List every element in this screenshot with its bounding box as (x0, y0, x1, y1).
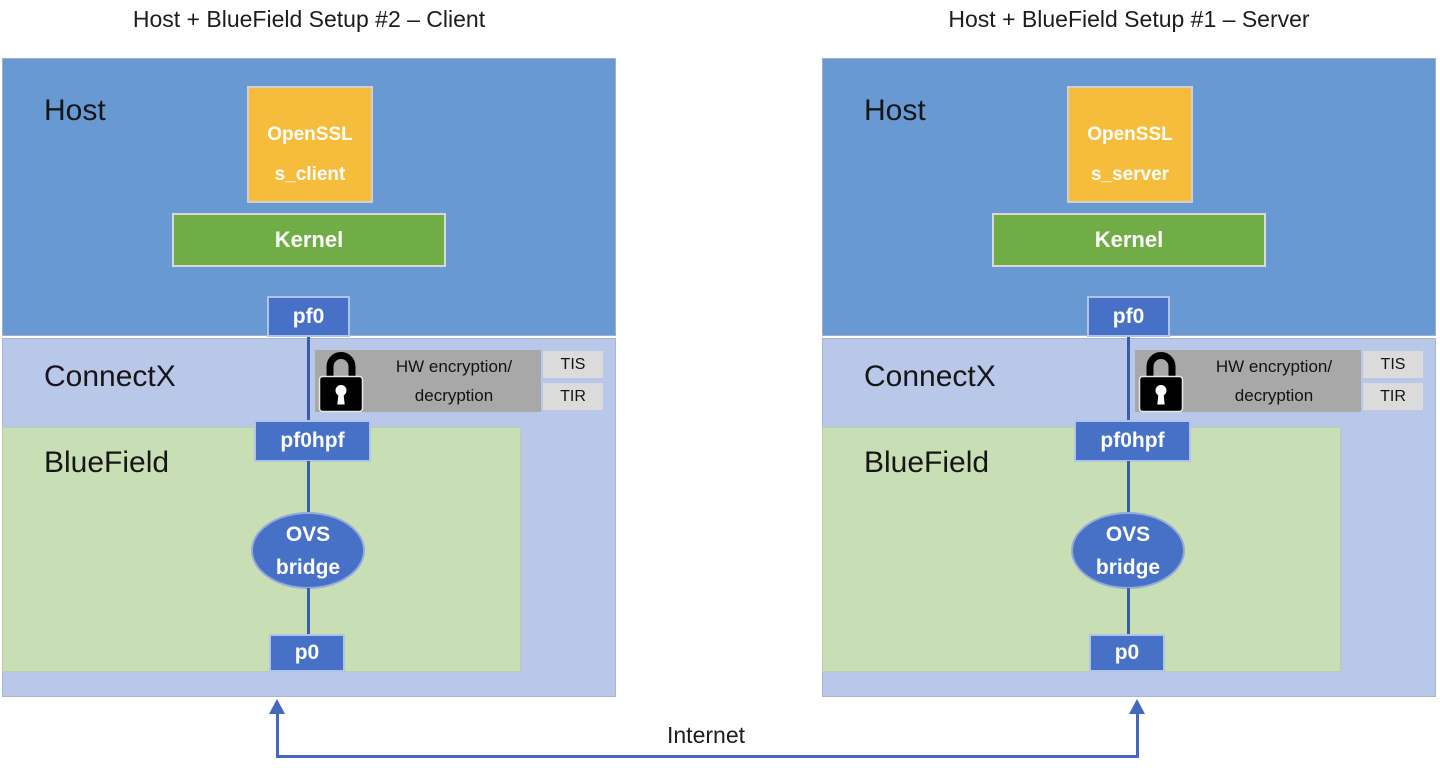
internet-arrowhead-left (269, 699, 285, 714)
ovs-line1: OVS (1105, 522, 1151, 546)
hw-encryption-line1: HW encryption/ (1215, 357, 1333, 376)
host-label: Host (864, 94, 926, 127)
lock-icon (318, 352, 364, 413)
connectx-label: ConnectX (44, 360, 176, 393)
openssl-server-box: OpenSSL s_server (1067, 86, 1193, 203)
bluefield-box (822, 427, 1341, 672)
host-label: Host (44, 94, 106, 127)
bluefield-label: BlueField (864, 446, 990, 479)
kernel-box: Kernel (172, 213, 446, 267)
setup-client: Host + BlueField Setup #2 – Client Host … (2, 0, 616, 770)
connector-pf0-to-pf0hpf (1127, 337, 1130, 420)
p0-node: p0 (1089, 634, 1165, 672)
pf0-node: pf0 (267, 296, 350, 337)
ovs-line2: bridge (1095, 555, 1161, 579)
ovs-bridge-node: OVS bridge (251, 512, 365, 589)
connector-pf0hpf-to-ovs (307, 461, 310, 513)
pf0-node: pf0 (1087, 296, 1170, 337)
setup-title: Host + BlueField Setup #1 – Server (948, 6, 1310, 32)
connector-pf0-to-pf0hpf (307, 337, 310, 420)
tir-tag: TIR (543, 383, 603, 410)
connectx-label: ConnectX (864, 360, 996, 393)
internet-label: Internet (667, 722, 745, 748)
p0-node: p0 (269, 634, 345, 672)
tis-tag: TIS (1363, 351, 1423, 378)
openssl-line2: s_server (1090, 163, 1170, 185)
pf0hpf-node: pf0hpf (254, 420, 371, 462)
openssl-line1: OpenSSL (1087, 123, 1173, 145)
internet-link-line (275, 755, 1139, 758)
hw-encryption-box: HW encryption/ decryption (315, 350, 541, 413)
ovs-bridge-node: OVS bridge (1071, 512, 1185, 589)
ovs-line1: OVS (285, 522, 331, 546)
hw-encryption-line1: HW encryption/ (395, 357, 513, 376)
connector-ovs-to-p0 (1127, 588, 1130, 635)
internet-arrow-stem-right (1135, 712, 1139, 758)
hw-encryption-box: HW encryption/ decryption (1135, 350, 1361, 413)
setup-title: Host + BlueField Setup #2 – Client (132, 6, 486, 32)
ovs-line2: bridge (275, 555, 341, 579)
kernel-box: Kernel (992, 213, 1266, 267)
openssl-client-box: OpenSSL s_client (247, 86, 373, 203)
tis-tag: TIS (543, 351, 603, 378)
openssl-line2: s_client (274, 163, 346, 185)
hw-encryption-line2: decryption (414, 386, 494, 405)
connector-ovs-to-p0 (307, 588, 310, 635)
pf0hpf-node: pf0hpf (1074, 420, 1191, 462)
hw-encryption-line2: decryption (1234, 386, 1314, 405)
connector-pf0hpf-to-ovs (1127, 461, 1130, 513)
tir-tag: TIR (1363, 383, 1423, 410)
openssl-line1: OpenSSL (267, 123, 353, 145)
setup-server: Host + BlueField Setup #1 – Server Host … (822, 0, 1436, 770)
internet-arrow-stem-left (275, 712, 279, 758)
lock-icon (1138, 352, 1184, 413)
internet-arrowhead-right (1129, 699, 1145, 714)
bluefield-label: BlueField (44, 446, 170, 479)
